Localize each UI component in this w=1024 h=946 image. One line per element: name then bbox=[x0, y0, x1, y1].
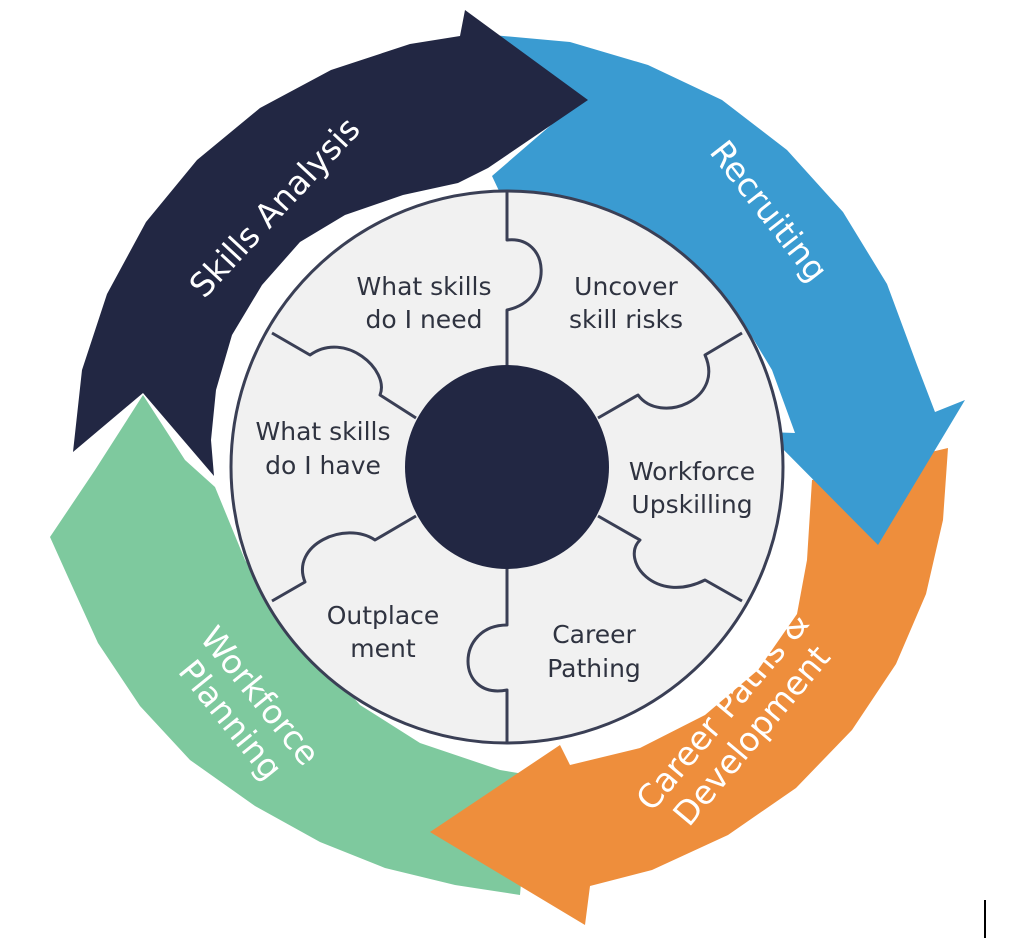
arrow-recruiting bbox=[492, 35, 965, 545]
svg-text:What skills: What skills bbox=[357, 272, 492, 301]
svg-text:Outplace: Outplace bbox=[327, 601, 440, 630]
puzzle-dividers bbox=[271, 191, 743, 743]
center-hub bbox=[405, 365, 609, 569]
arrow-workforce-planning bbox=[50, 395, 530, 895]
arrow-career-paths bbox=[430, 448, 948, 925]
svg-text:ment: ment bbox=[350, 634, 416, 663]
svg-text:What skills: What skills bbox=[256, 417, 391, 446]
svg-text:do I need: do I need bbox=[366, 305, 483, 334]
arrow-skills-analysis bbox=[73, 10, 588, 476]
svg-text:skill risks: skill risks bbox=[569, 305, 683, 334]
svg-text:Career: Career bbox=[552, 620, 636, 649]
piece-outplacement: Outplace ment bbox=[327, 601, 440, 663]
svg-text:Upskilling: Upskilling bbox=[631, 490, 752, 519]
svg-text:Workforce: Workforce bbox=[629, 457, 755, 486]
piece-what-skills-need: What skills do I need bbox=[357, 272, 492, 334]
piece-workforce-upskilling: Workforce Upskilling bbox=[629, 457, 755, 519]
piece-uncover-risks: Uncover skill risks bbox=[569, 272, 683, 334]
svg-text:do I have: do I have bbox=[265, 451, 381, 480]
piece-career-pathing: Career Pathing bbox=[547, 620, 641, 683]
svg-text:Pathing: Pathing bbox=[547, 654, 641, 683]
piece-what-skills-have: What skills do I have bbox=[256, 417, 391, 480]
svg-text:Uncover: Uncover bbox=[574, 272, 678, 301]
